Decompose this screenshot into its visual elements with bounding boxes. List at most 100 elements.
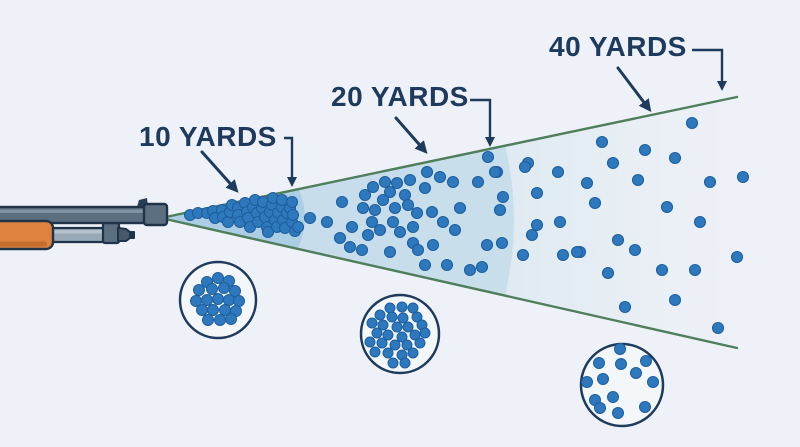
pellet-dot: [530, 218, 544, 232]
pellet-dot: [387, 357, 399, 369]
pellet-dot: [365, 215, 379, 229]
pellet-dot: [406, 220, 420, 234]
pellet-dot: [736, 170, 750, 184]
pattern-circle-20-yards: [359, 293, 441, 375]
pellet-dot: [411, 311, 423, 323]
pellet-dot: [581, 376, 593, 388]
pellet-field: [183, 116, 750, 335]
pellet-dot: [373, 223, 387, 237]
pellet-dot: [685, 116, 699, 130]
elbow-connector: [470, 98, 496, 148]
pellet-dot: [391, 321, 403, 333]
pellet-dot: [206, 283, 218, 295]
pellet-dot: [593, 357, 605, 369]
pellet-dot: [420, 165, 434, 179]
elbow-connector: [692, 48, 728, 92]
pellet-dot: [291, 220, 305, 234]
gun-magazine-tube-highlight: [51, 230, 104, 234]
pellet-dot: [355, 243, 369, 257]
pellet-dot: [553, 215, 567, 229]
gun-muzzle-cap: [117, 226, 131, 242]
pellet-dot: [261, 225, 275, 239]
pellet-dot: [488, 165, 502, 179]
pellet-dot: [207, 304, 219, 316]
annotation-arrows: [200, 48, 728, 193]
pellet-dot: [229, 285, 241, 297]
pellet-dot: [383, 245, 397, 259]
pellet-dot: [386, 215, 400, 229]
pellet-dot: [688, 263, 702, 277]
pellet-dot: [361, 228, 375, 242]
pellet-dot: [525, 228, 539, 242]
pellet-dot: [480, 238, 494, 252]
pellet-dot: [495, 236, 509, 250]
gun-barrel-highlight: [0, 209, 143, 213]
pellet-dot: [607, 391, 619, 403]
pellet-dot: [446, 175, 460, 189]
pellet-dot: [630, 367, 642, 379]
pellet-dot: [530, 186, 544, 200]
pellet-dot: [411, 243, 425, 257]
pellet-dot: [638, 143, 652, 157]
pellet-dot: [407, 347, 419, 359]
pellet-dot: [401, 339, 413, 351]
distance-label-40-yards: 40 YARDS: [549, 31, 687, 62]
pellet-dot: [368, 203, 382, 217]
pellet-dot: [366, 180, 380, 194]
pellet-dot: [516, 248, 530, 262]
pellet-dot: [410, 206, 424, 220]
pellet-dot: [436, 215, 450, 229]
pellet-dot: [378, 175, 392, 189]
pellet-dot: [335, 195, 349, 209]
pellet-dot: [419, 327, 431, 339]
pellet-dot: [403, 173, 417, 187]
pellet-dot: [614, 343, 626, 355]
pellet-dot: [396, 301, 408, 313]
pellet-dot: [218, 282, 230, 294]
pellet-dot: [601, 266, 615, 280]
pellet-dot: [414, 337, 426, 349]
pellet-dot: [660, 200, 674, 214]
pellet-dot: [425, 205, 439, 219]
pellet-dot: [433, 170, 447, 184]
gun-barrel-collar: [101, 221, 121, 245]
pellet-dot: [202, 314, 214, 326]
pellet-dot: [376, 337, 388, 349]
pellet-dot: [618, 300, 632, 314]
pellet-dot: [356, 201, 370, 215]
pointer-arrow: [200, 150, 239, 193]
pellet-dot: [386, 311, 398, 323]
pellet-dot: [588, 196, 602, 210]
pellet-dot: [594, 402, 606, 414]
pellet-dot: [463, 263, 477, 277]
pellet-dot: [212, 272, 224, 284]
pattern-circle-40-yards: [579, 342, 665, 428]
pellet-dot: [418, 181, 432, 195]
pellet-dot: [286, 208, 300, 222]
pellet-dot: [364, 336, 376, 348]
pellet-dot: [493, 203, 507, 217]
pellet-dot: [407, 302, 419, 314]
pellet-dot: [369, 346, 381, 358]
pellet-dot: [374, 309, 386, 321]
pellet-dot: [382, 347, 394, 359]
pellet-dot: [383, 185, 397, 199]
pellet-dot: [343, 240, 357, 254]
gun-muzzle: [142, 202, 169, 227]
pellet-dot: [371, 327, 383, 339]
pointer-arrow: [616, 66, 652, 113]
pellet-dot: [333, 231, 347, 245]
pellet-dot: [647, 376, 659, 388]
pellet-dot: [358, 188, 372, 202]
pellet-dot: [668, 293, 682, 307]
pellet-dot: [580, 176, 594, 190]
pellet-dot: [440, 258, 454, 272]
pellet-dot: [655, 263, 669, 277]
pellet-dot: [730, 250, 744, 264]
pellet-dot: [640, 355, 652, 367]
distance-label-10-yards: 10 YARDS: [139, 121, 277, 152]
pellet-dot: [475, 260, 489, 274]
distance-label-20-yards: 20 YARDS: [331, 81, 469, 112]
